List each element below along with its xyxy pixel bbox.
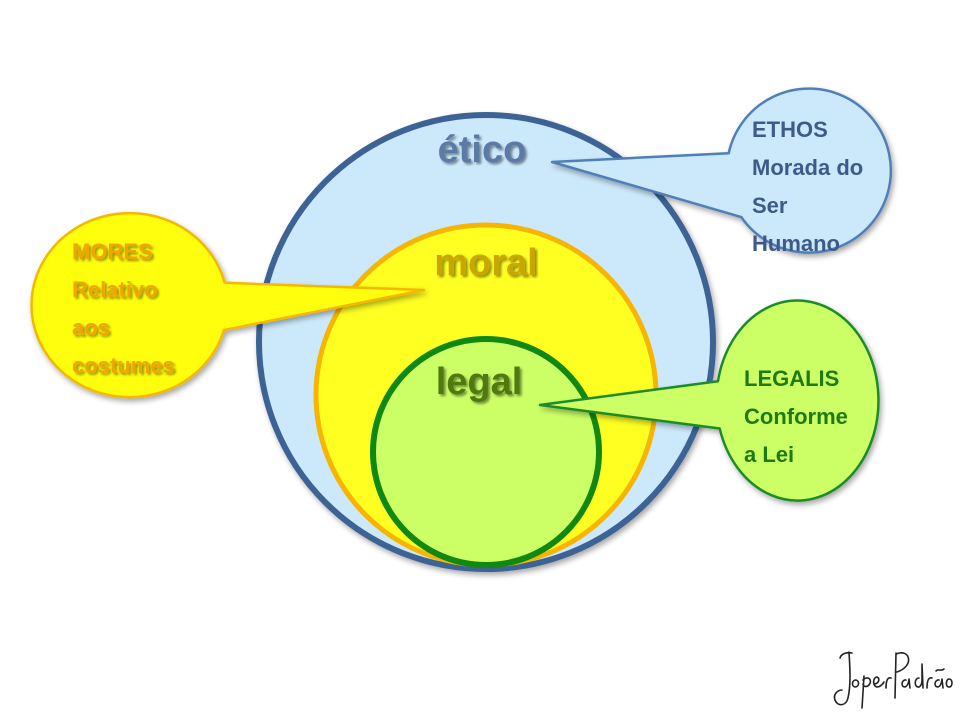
legalis-callout-text: LEGALIS Conforme a Lei	[744, 366, 854, 467]
ethos-line-1: ETHOS	[752, 117, 828, 142]
mores-line-2: Relativo	[72, 277, 158, 302]
mores-callout-text: MORES Relativo aos costumes	[72, 239, 175, 378]
mores-line-3: aos	[72, 315, 110, 340]
signature-image	[833, 651, 953, 709]
mores-line-1: MORES	[72, 239, 153, 264]
ethos-callout-text: ETHOS Morada do Ser Humano	[752, 117, 869, 256]
moral-label: moral	[434, 242, 537, 284]
legalis-line-3: a Lei	[744, 442, 794, 467]
ethos-line-3: Ser	[752, 193, 788, 218]
legalis-line-1: LEGALIS	[744, 366, 839, 391]
legalis-line-2: Conforme	[744, 404, 848, 429]
ethos-line-4: Humano	[752, 231, 840, 256]
etico-label: ético	[438, 129, 527, 171]
legal-label: legal	[436, 361, 523, 403]
mores-line-4: costumes	[72, 353, 175, 378]
ethos-line-2: Morada do	[752, 155, 863, 180]
legalis-callout	[538, 299, 880, 502]
mores-callout	[30, 211, 426, 399]
legal-circle	[370, 336, 602, 568]
ethos-callout	[550, 87, 893, 254]
